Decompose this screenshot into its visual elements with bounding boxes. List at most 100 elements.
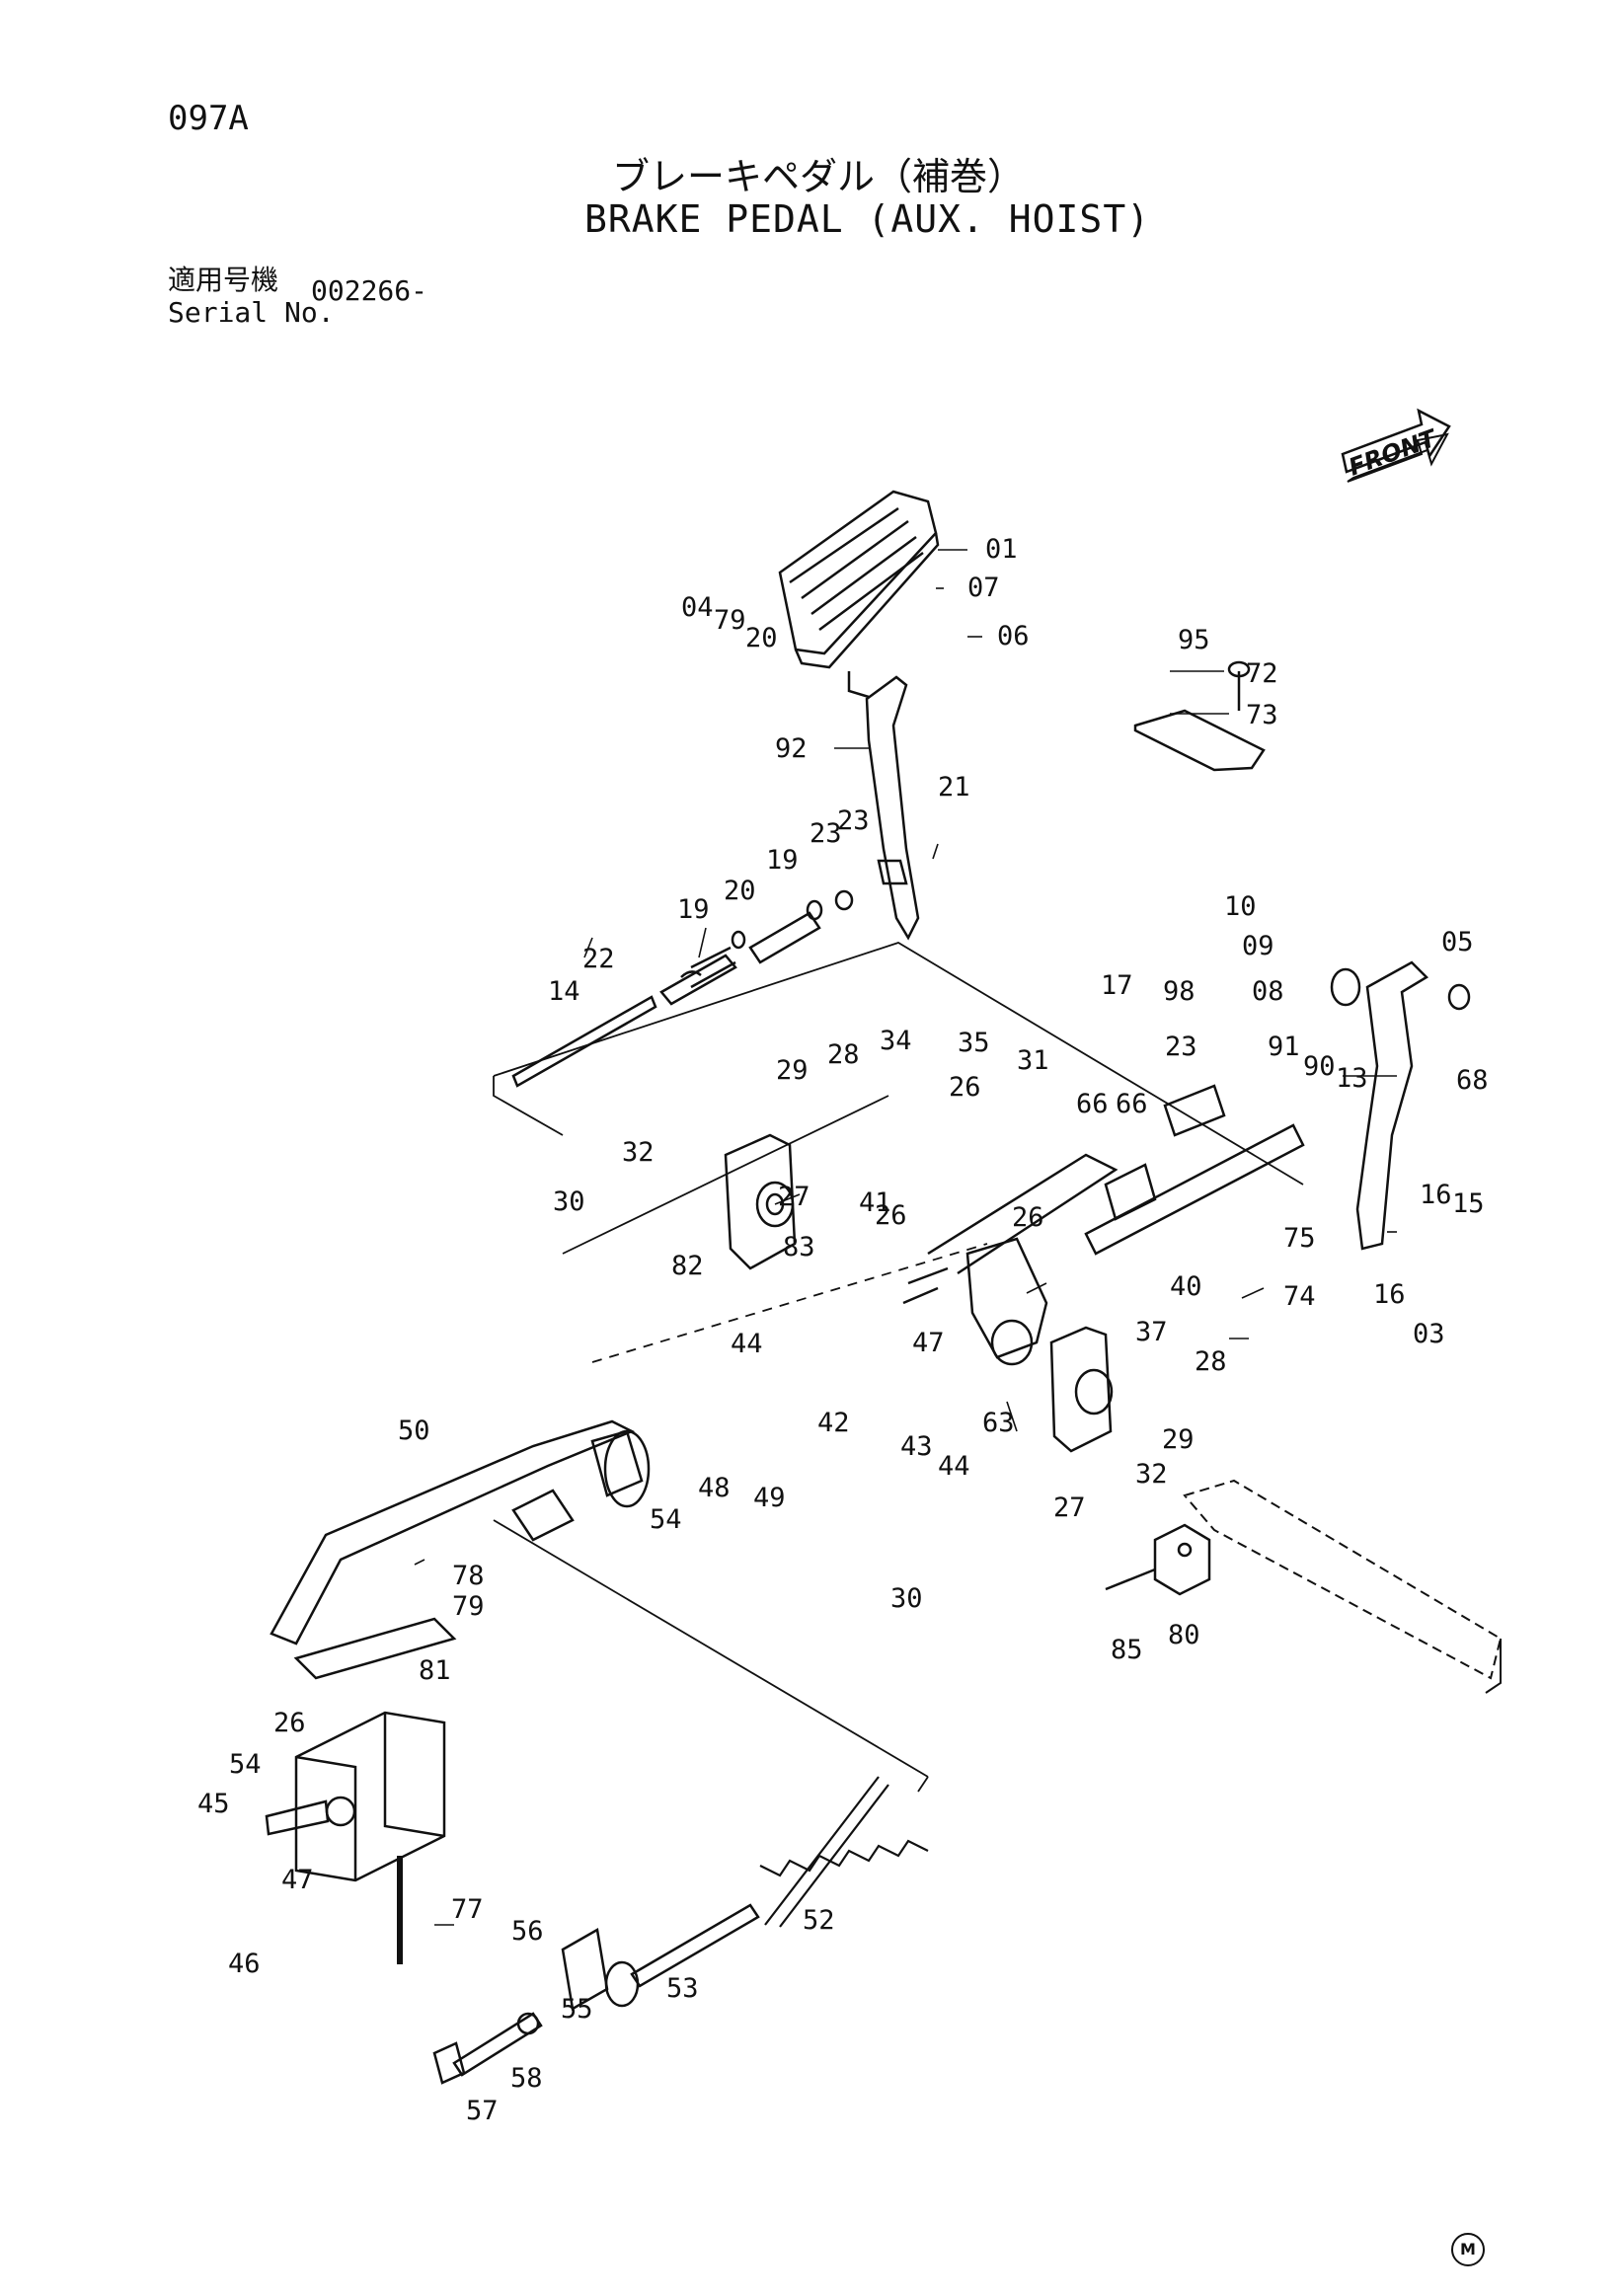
part-label-31: 31 xyxy=(1017,1045,1049,1076)
part-label-35: 35 xyxy=(958,1028,990,1058)
part-label-92: 92 xyxy=(775,733,808,764)
part-label-27: 27 xyxy=(778,1182,810,1212)
serial-label-english: Serial No. xyxy=(168,296,335,329)
arm-68 xyxy=(1330,960,1471,1251)
part-label-13: 13 xyxy=(1336,1063,1368,1094)
cylinder-81 xyxy=(265,1617,457,1882)
part-label-56: 56 xyxy=(511,1916,544,1947)
title-english: BRAKE PEDAL (AUX. HOIST) xyxy=(584,197,1151,241)
part-label-79: 79 xyxy=(452,1591,485,1622)
part-label-80: 80 xyxy=(1168,1620,1200,1650)
part-label-55: 55 xyxy=(561,1994,593,2025)
part-label-77: 77 xyxy=(451,1894,484,1925)
part-label-05: 05 xyxy=(1441,927,1474,957)
part-label-14: 14 xyxy=(548,976,580,1007)
part-label-28: 28 xyxy=(1195,1346,1227,1377)
lever-63 xyxy=(902,1153,1119,1366)
part-label-47: 47 xyxy=(912,1328,945,1358)
bearing-block-27 xyxy=(724,1133,1114,1453)
part-label-43: 43 xyxy=(900,1431,933,1462)
spring-52 xyxy=(759,1776,929,1928)
plate-55 xyxy=(432,1928,609,2085)
rod-14 xyxy=(511,889,854,1088)
part-label-66: 66 xyxy=(1076,1089,1109,1119)
part-label-98: 98 xyxy=(1163,976,1196,1007)
part-label-50: 50 xyxy=(398,1416,430,1446)
block-80 xyxy=(1105,1523,1211,1596)
bracket-95 xyxy=(1133,660,1266,772)
part-label-27: 27 xyxy=(1053,1492,1086,1523)
part-label-30: 30 xyxy=(890,1583,923,1614)
serial-number-value: 002266- xyxy=(311,274,428,307)
part-label-75: 75 xyxy=(1283,1223,1316,1254)
part-label-20: 20 xyxy=(724,876,756,906)
leader-lines xyxy=(414,549,1397,1926)
part-label-06: 06 xyxy=(997,621,1030,651)
part-label-81: 81 xyxy=(419,1655,451,1686)
part-label-34: 34 xyxy=(880,1026,912,1056)
part-label-22: 22 xyxy=(582,944,615,974)
part-label-32: 32 xyxy=(1135,1459,1168,1490)
part-label-19: 19 xyxy=(677,894,710,925)
part-label-79: 79 xyxy=(714,605,746,636)
cross-shaft xyxy=(1084,1084,1305,1256)
part-label-73: 73 xyxy=(1246,700,1278,730)
part-label-49: 49 xyxy=(753,1483,786,1513)
serial-label-japanese: 適用号機 xyxy=(168,264,279,296)
part-label-03: 03 xyxy=(1413,1319,1445,1349)
part-label-44: 44 xyxy=(938,1451,970,1482)
part-label-46: 46 xyxy=(228,1949,261,1979)
part-label-37: 37 xyxy=(1135,1317,1168,1347)
part-label-66: 66 xyxy=(1116,1089,1148,1119)
part-label-29: 29 xyxy=(1162,1424,1195,1455)
lever-50 xyxy=(270,1419,651,1645)
part-label-42: 42 xyxy=(817,1408,850,1438)
part-label-30: 30 xyxy=(553,1186,585,1217)
part-label-23: 23 xyxy=(810,818,842,849)
part-label-83: 83 xyxy=(783,1232,815,1263)
part-label-19: 19 xyxy=(766,845,799,876)
part-label-52: 52 xyxy=(803,1905,835,1936)
part-label-54: 54 xyxy=(229,1749,262,1780)
part-label-58: 58 xyxy=(510,2063,543,2094)
part-label-23: 23 xyxy=(1165,1032,1197,1062)
part-label-45: 45 xyxy=(197,1789,230,1819)
part-label-63: 63 xyxy=(982,1408,1015,1438)
part-label-10: 10 xyxy=(1224,891,1257,922)
part-label-08: 08 xyxy=(1252,976,1284,1007)
part-label-09: 09 xyxy=(1242,931,1274,961)
front-label: FRONT xyxy=(1345,423,1440,481)
part-label-57: 57 xyxy=(466,2096,499,2126)
part-label-28: 28 xyxy=(827,1039,860,1070)
part-label-16: 16 xyxy=(1420,1180,1452,1210)
part-label-23: 23 xyxy=(837,805,870,836)
part-label-74: 74 xyxy=(1283,1281,1316,1312)
part-label-26: 26 xyxy=(273,1708,306,1738)
part-label-82: 82 xyxy=(671,1251,704,1281)
part-label-26: 26 xyxy=(875,1200,907,1231)
part-label-07: 07 xyxy=(967,573,1000,603)
part-label-01: 01 xyxy=(985,534,1018,565)
part-label-91: 91 xyxy=(1268,1032,1300,1062)
part-label-95: 95 xyxy=(1178,625,1210,655)
part-label-78: 78 xyxy=(452,1561,485,1591)
part-label-47: 47 xyxy=(281,1865,314,1895)
part-label-44: 44 xyxy=(731,1329,763,1359)
part-label-17: 17 xyxy=(1101,970,1133,1001)
part-label-41: 41 xyxy=(859,1187,891,1218)
part-label-40: 40 xyxy=(1170,1271,1202,1302)
front-arrow-icon: FRONT xyxy=(1341,408,1451,483)
part-label-04: 04 xyxy=(681,592,714,623)
page-code: 097A xyxy=(168,99,249,138)
part-label-85: 85 xyxy=(1111,1635,1143,1665)
part-label-53: 53 xyxy=(666,1973,699,2004)
part-label-21: 21 xyxy=(938,772,970,803)
part-label-26: 26 xyxy=(949,1072,981,1103)
part-label-32: 32 xyxy=(622,1137,655,1168)
rail xyxy=(1183,1479,1503,1694)
part-label-72: 72 xyxy=(1246,658,1278,689)
title-japanese: ブレーキペダル（補巻） xyxy=(612,155,1026,198)
part-label-54: 54 xyxy=(650,1504,682,1535)
